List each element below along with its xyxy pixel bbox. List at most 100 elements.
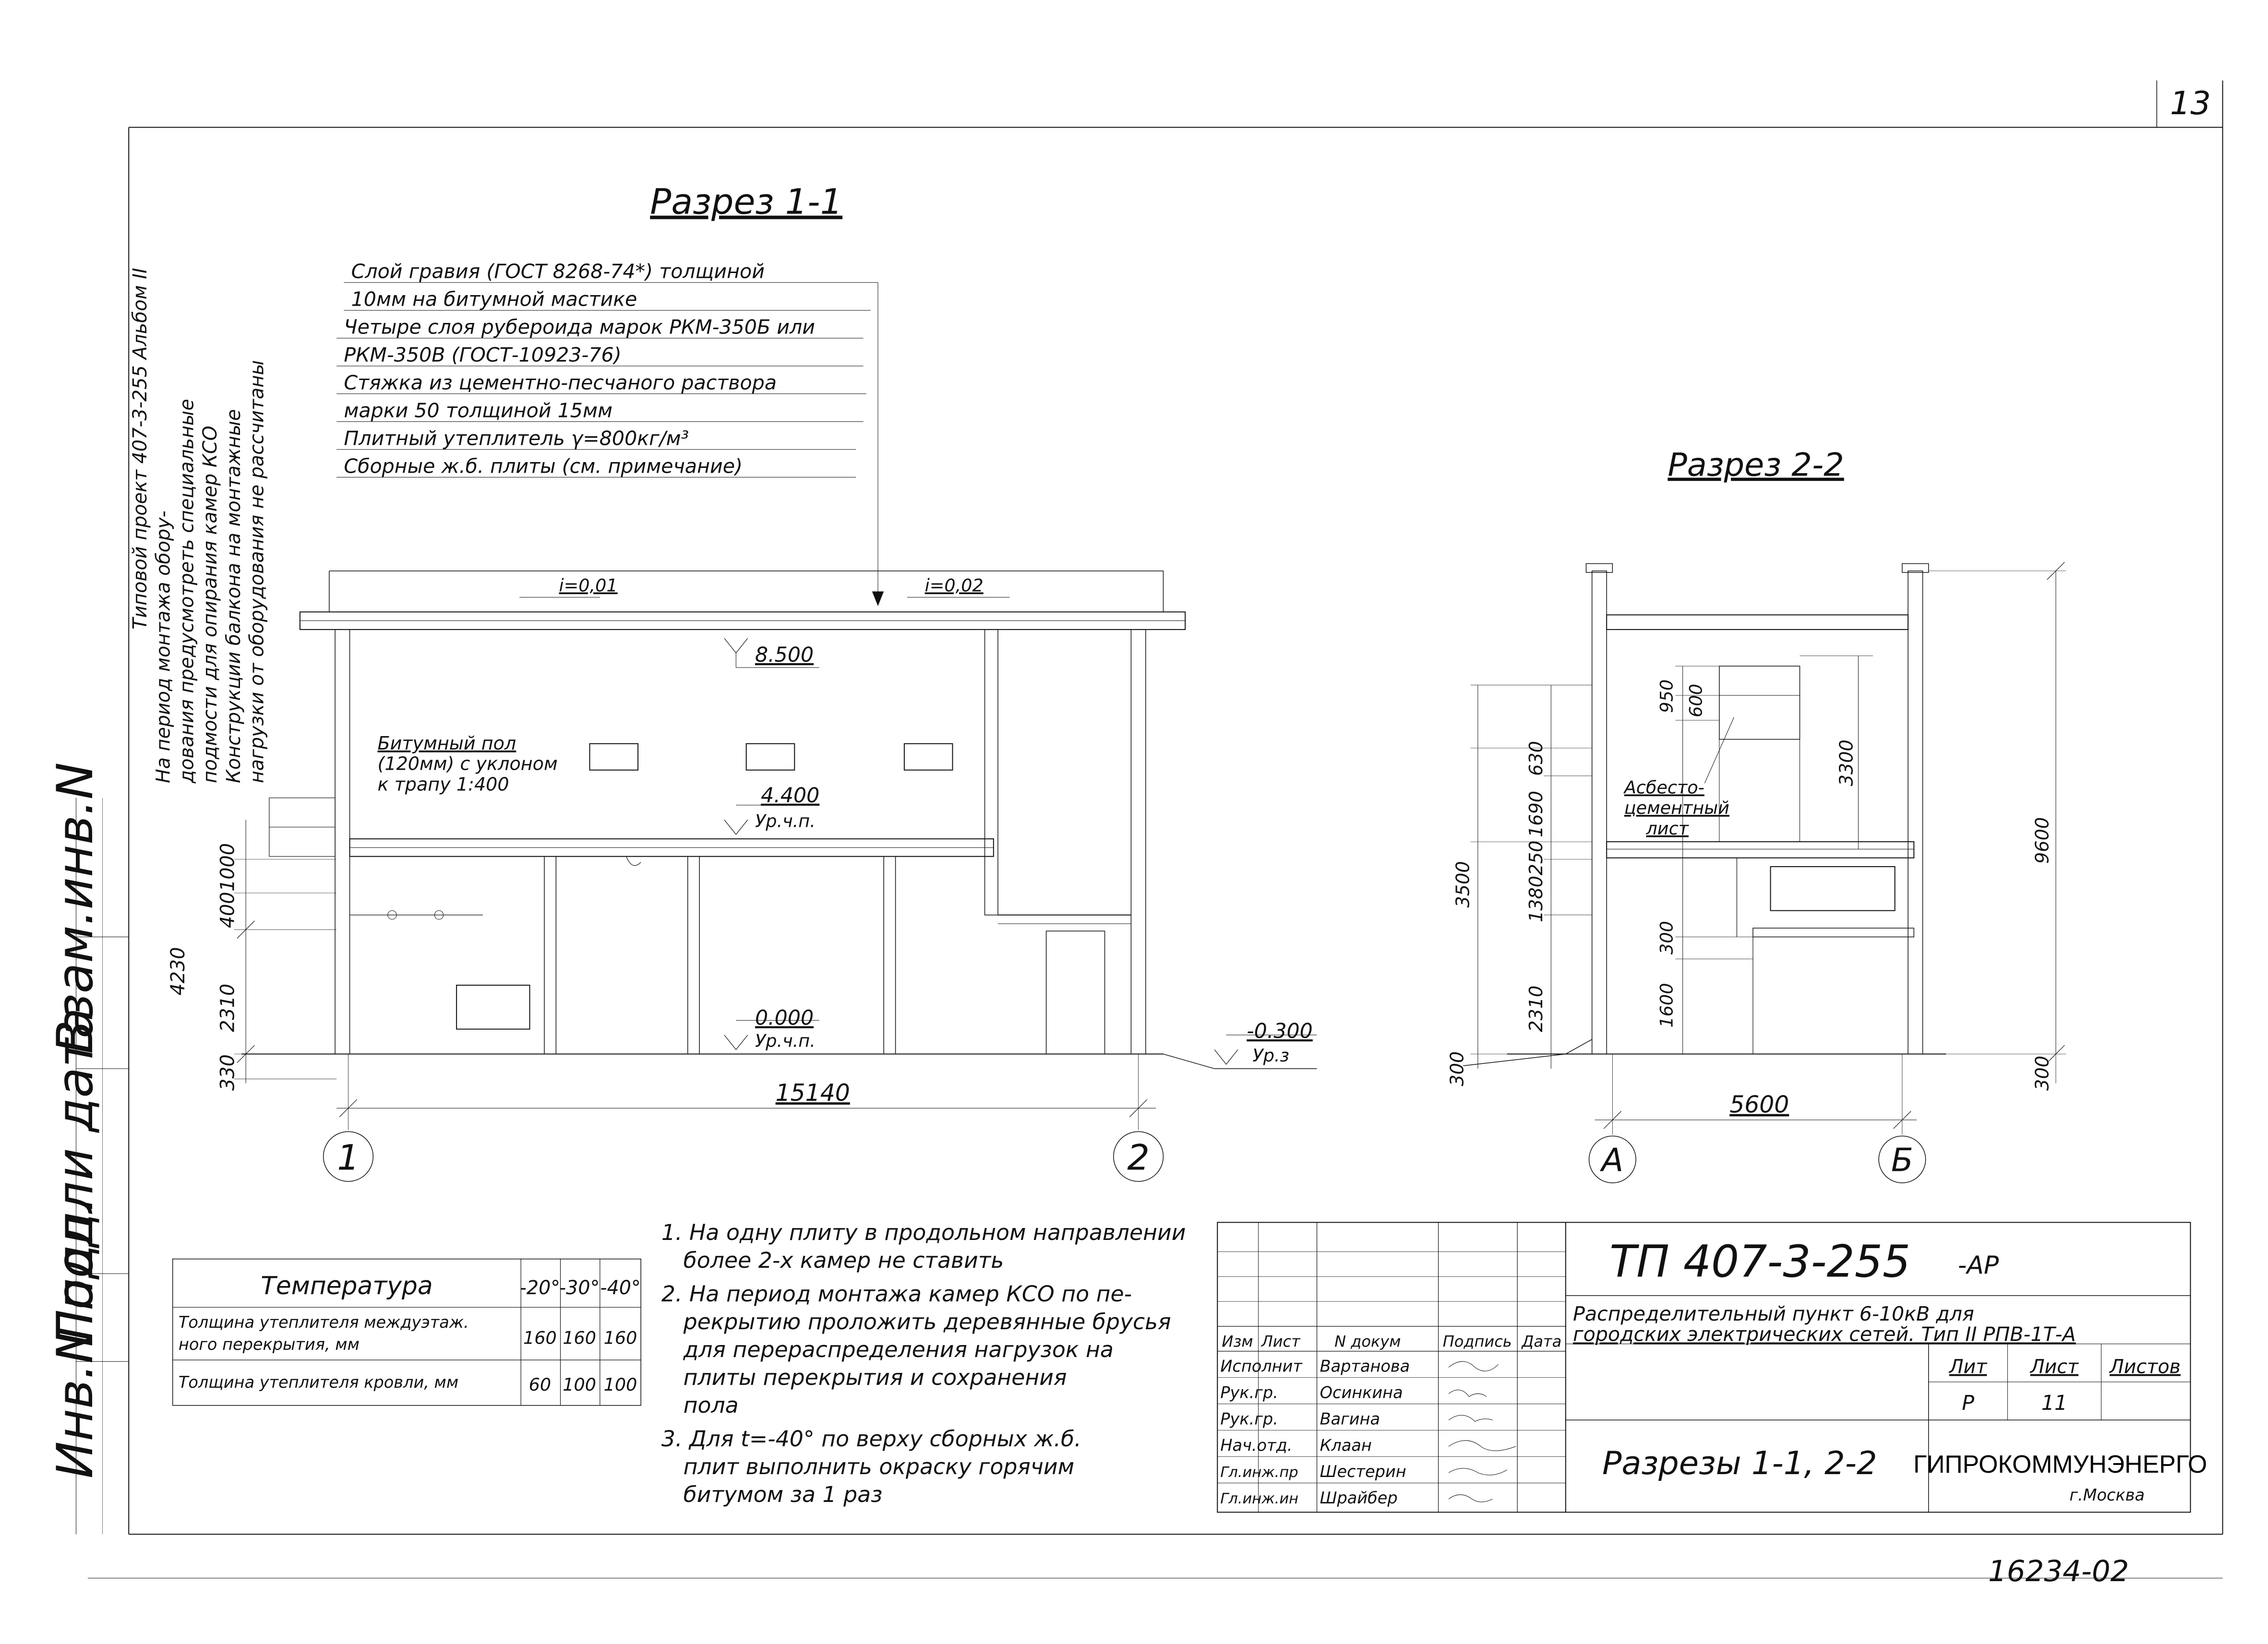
axis-marker-a bbox=[1589, 1136, 1636, 1183]
dim-300-right: 300 bbox=[2032, 1056, 2053, 1091]
tb-role-1: Исполнит bbox=[1220, 1357, 1303, 1376]
section-1-1: Разрез 1-1 Слой гравия (ГОСТ 8268-74*) т… bbox=[167, 181, 1317, 1181]
tb-list-value: 11 bbox=[2041, 1391, 2067, 1415]
dim-630: 630 bbox=[1525, 741, 1547, 776]
dim-2310: 2310 bbox=[217, 984, 239, 1032]
tb-name-3: Вагина bbox=[1320, 1409, 1380, 1428]
roof-layer-7: Плитный утеплитель γ=800кг/м³ bbox=[344, 427, 689, 450]
axis-label-1: 1 bbox=[337, 1138, 360, 1179]
tb-name-5: Шестерин bbox=[1320, 1462, 1406, 1481]
roof-layer-6: марки 50 толщиной 15мм bbox=[344, 399, 612, 422]
level-mid-sub: Ур.ч.п. bbox=[755, 811, 816, 832]
building-section-1 bbox=[234, 571, 1317, 1130]
section-2-2: Разрез 2-2 bbox=[1446, 446, 2066, 1183]
note-line-6: плиты перекрытия и сохранения bbox=[684, 1365, 1067, 1390]
dim-300-inner: 300 bbox=[1656, 921, 1677, 954]
dim-300-left: 300 bbox=[1446, 1051, 1467, 1086]
side-note-line4: Конструкции балкона на монтажные bbox=[223, 409, 245, 784]
note-line-8: 3. Для t=-40° по верху сборных ж.б. bbox=[661, 1426, 1081, 1452]
floor-note-1: Битумный пол bbox=[377, 733, 516, 754]
tb-col-date: Дата bbox=[1521, 1333, 1561, 1351]
dim-1380: 1380 bbox=[1525, 876, 1547, 922]
tb-role-4: Нач.отд. bbox=[1220, 1436, 1292, 1454]
side-notes: Типовой проект 407-3-255 Альбом II На пе… bbox=[129, 268, 268, 784]
tb-code-suffix: -АР bbox=[1958, 1251, 1999, 1280]
sheet-number: 13 bbox=[2170, 84, 2211, 122]
tb-role-2: Рук.гр. bbox=[1220, 1383, 1278, 1402]
material-label-2: цементный bbox=[1624, 798, 1729, 818]
floor-note-2: (120мм) с уклоном bbox=[377, 753, 557, 774]
dim-3500: 3500 bbox=[1452, 861, 1474, 907]
tb-description-1: Распределительный пункт 6-10кВ для bbox=[1573, 1302, 1974, 1325]
roof-layers-callout: Слой гравия (ГОСТ 8268-74*) толщиной 10м… bbox=[336, 260, 884, 607]
temperature-table: Температура -20° -30° -40° Толщина утепл… bbox=[173, 1259, 641, 1406]
table-row1-val3: 160 bbox=[604, 1328, 637, 1348]
dim-950: 950 bbox=[1656, 679, 1677, 713]
tb-lit-value: Р bbox=[1962, 1391, 1974, 1415]
tb-signatures bbox=[1449, 1361, 1516, 1502]
tb-role-3: Рук.гр. bbox=[1220, 1409, 1278, 1428]
tb-col-izm: Изм bbox=[1222, 1333, 1253, 1351]
tb-col-list: Лист bbox=[1261, 1333, 1301, 1351]
tb-listov-header: Листов bbox=[2109, 1356, 2181, 1378]
side-note-line2: дования предусмотреть специальные bbox=[176, 399, 198, 784]
table-row1-val1: 160 bbox=[523, 1328, 557, 1348]
tb-name-6: Шрайбер bbox=[1320, 1489, 1398, 1507]
stamp-replace: Взам.инв.N bbox=[47, 762, 104, 1054]
table-header-30: -30° bbox=[559, 1277, 600, 1299]
note-line-9: плит выполнить окраску горячим bbox=[684, 1454, 1074, 1479]
dim-400: 400 bbox=[217, 892, 239, 929]
roof-layer-3: Четыре слоя рубероида марок РКМ-350Б или bbox=[344, 316, 815, 339]
tb-city: г.Москва bbox=[2069, 1486, 2145, 1504]
dim-330: 330 bbox=[217, 1054, 239, 1091]
table-row2-val2: 100 bbox=[563, 1374, 596, 1395]
note-line-3: 2. На период монтажа камер КСО по пе- bbox=[661, 1281, 1132, 1307]
sheet-frame bbox=[76, 81, 2223, 1578]
side-note-line1: На период монтажа обору- bbox=[153, 511, 175, 783]
table-header-40: -40° bbox=[600, 1277, 641, 1299]
section-2-title: Разрез 2-2 bbox=[1668, 446, 1844, 483]
archive-number: 16234-02 bbox=[1988, 1554, 2129, 1588]
stamp-inventory: Инв.N подл. bbox=[47, 1166, 104, 1478]
level-zero-sub: Ур.ч.п. bbox=[755, 1030, 816, 1051]
dim-9600: 9600 bbox=[2032, 817, 2053, 864]
side-note-project: Типовой проект 407-3-255 Альбом II bbox=[129, 268, 151, 630]
table-row1-label2: ного перекрытия, мм bbox=[179, 1335, 360, 1354]
side-note-line5: нагрузки от оборудования не рассчитаны bbox=[246, 360, 268, 783]
building-section-2 bbox=[1463, 562, 2066, 1134]
note-line-10: битумом за 1 раз bbox=[684, 1482, 883, 1507]
axis-marker-1 bbox=[324, 1132, 373, 1181]
dim-250: 250 bbox=[1525, 841, 1547, 876]
tb-name-1: Вартанова bbox=[1320, 1357, 1410, 1376]
table-header-label: Температура bbox=[261, 1272, 432, 1300]
stamp-signature: Подп. и дата bbox=[47, 1008, 104, 1346]
dim-3300: 3300 bbox=[1836, 739, 1857, 786]
roof-layer-2: 10мм на битумной мастике bbox=[351, 288, 637, 311]
axis-marker-2 bbox=[1114, 1132, 1164, 1181]
tb-organization: ГИПРОКОММУНЭНЕРГО bbox=[1913, 1450, 2207, 1478]
tb-project-code: ТП 407-3-255 bbox=[1609, 1236, 1910, 1287]
table-row1-val2: 160 bbox=[563, 1328, 596, 1348]
level-zero: 0.000 bbox=[755, 1006, 814, 1030]
level-ground-sub: Ур.з bbox=[1252, 1045, 1289, 1066]
tb-description-2: городских электрических сетей. Тип II РП… bbox=[1573, 1322, 2076, 1346]
note-line-7: пола bbox=[684, 1393, 739, 1418]
note-line-5: для перераспределения нагрузок на bbox=[683, 1337, 1114, 1362]
dim-1600: 1600 bbox=[1656, 983, 1677, 1028]
floor-note-3: к трапу 1:400 bbox=[377, 774, 509, 795]
level-mid: 4.400 bbox=[761, 784, 819, 808]
roof-layer-5: Стяжка из цементно-песчаного раствора bbox=[344, 371, 777, 394]
axis-label-b: Б bbox=[1891, 1142, 1913, 1179]
roof-layer-8: Сборные ж.б. плиты (см. примечание) bbox=[344, 454, 743, 477]
dim-1000: 1000 bbox=[217, 843, 239, 892]
dim-total-1: 15140 bbox=[776, 1079, 850, 1107]
notes: 1. На одну плиту в продольном направлени… bbox=[661, 1220, 1186, 1507]
level-top: 8.500 bbox=[755, 643, 814, 667]
axis-label-2: 2 bbox=[1127, 1138, 1150, 1179]
dim-1690: 1690 bbox=[1525, 791, 1547, 837]
tb-list-header: Лист bbox=[2029, 1356, 2079, 1378]
table-row2-label: Толщина утеплителя кровли, мм bbox=[179, 1373, 458, 1392]
material-label-3: лист bbox=[1645, 818, 1689, 839]
roof-layer-1: Слой гравия (ГОСТ 8268-74*) толщиной bbox=[351, 260, 765, 283]
dim-total-2: 5600 bbox=[1729, 1091, 1789, 1119]
